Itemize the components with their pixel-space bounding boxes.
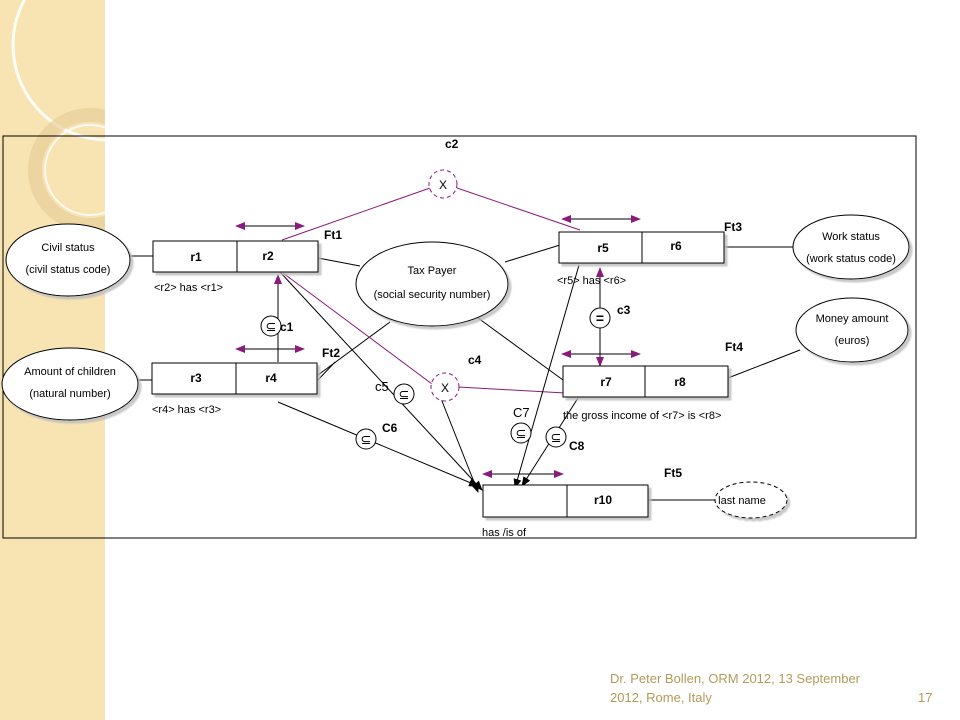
role-label: r10 [594, 493, 612, 507]
subset-arrows [274, 264, 604, 493]
subset-symbol: ⊆ [516, 426, 527, 441]
entity-work-status[interactable]: Work status (work status code) [792, 214, 910, 280]
exclusion-symbol: X [439, 178, 447, 192]
uniqueness-arrows [235, 215, 641, 478]
fact-reading: <r4> has <r3> [152, 404, 221, 416]
entity-civil-status[interactable]: Civil status (civil status code) [5, 223, 131, 297]
subset-constraint-c5[interactable]: ⊆ [393, 383, 415, 405]
entity-money-amount[interactable]: Money amount (euros) [795, 297, 909, 363]
exclusion-constraint-c4[interactable]: X [430, 372, 460, 402]
fact-reading: the gross income of <r7> is <r8> [563, 410, 721, 422]
fact-reading: <r2> has <r1> [154, 282, 223, 294]
fact-type-label: Ft3 [724, 220, 742, 234]
subset-symbol: ⊆ [399, 387, 410, 402]
constraint-label-c8: C8 [569, 439, 585, 453]
exclusion-c2-lines [281, 187, 581, 394]
entity-name: Civil status [41, 242, 95, 254]
entity-amount-of-children[interactable]: Amount of children (natural number) [1, 347, 139, 421]
role-label: r5 [597, 241, 609, 255]
subset-symbol: ⊆ [361, 432, 372, 447]
constraint-label-c2: c2 [445, 137, 459, 151]
constraint-label-c3: c3 [617, 303, 631, 317]
fact-type-ft3[interactable]: r5 r6 Ft3 <r5> has <r6> [557, 220, 742, 287]
footer-line-1: Dr. Peter Bollen, ORM 2012, 13 September [610, 671, 861, 686]
subset-symbol: ⊆ [551, 430, 562, 445]
subset-constraint-c6[interactable]: ⊆ [355, 428, 377, 450]
fact-type-ft2[interactable]: r3 r4 Ft2 <r4> has <r3> [151, 346, 340, 416]
entity-ref: (social security number) [374, 289, 491, 301]
fact-type-ft5[interactable]: r10 Ft5 has /is of [482, 466, 682, 539]
role-label: r2 [262, 249, 274, 263]
constraint-label-c5: c5 [375, 379, 389, 394]
fact-type-label: Ft5 [664, 466, 682, 480]
sidebar-decoration [11, 0, 105, 232]
subset-symbol: ⊆ [266, 319, 277, 334]
fact-reading: has /is of [482, 527, 527, 539]
entity-ref: (work status code) [806, 253, 896, 265]
fact-reading: <r5> has <r6> [557, 275, 626, 287]
subset-constraint-c7[interactable]: ⊆ [510, 422, 532, 444]
constraint-labels: c2 c1 c3 c4 C6 C8 [280, 137, 631, 453]
role-label: r6 [670, 239, 682, 253]
entity-name: Tax Payer [408, 265, 457, 277]
entity-last-name[interactable]: last name [714, 481, 788, 519]
role-label: r7 [600, 375, 612, 389]
entity-ref: (natural number) [29, 388, 110, 400]
fact-type-ft4[interactable]: r7 r8 Ft4 the gross income of <r7> is <r… [562, 340, 743, 422]
entity-name: Money amount [816, 313, 889, 325]
role-label: r3 [190, 371, 202, 385]
entity-name: Amount of children [24, 366, 116, 378]
equality-constraint-c3[interactable]: = [589, 307, 611, 329]
exclusion-constraint-c2[interactable]: X [428, 169, 458, 199]
footer-line-2: 2012, Rome, Italy [610, 690, 712, 705]
slide-footer: Dr. Peter Bollen, ORM 2012, 13 September… [610, 669, 910, 707]
subset-constraint-c8[interactable]: ⊆ [545, 426, 567, 448]
fact-type-label: Ft2 [322, 346, 340, 360]
exclusion-symbol: X [441, 381, 449, 395]
diagram-frame [2, 135, 917, 539]
equality-symbol: = [596, 310, 604, 326]
entity-name: Work status [822, 231, 880, 243]
role-label: r8 [674, 375, 686, 389]
entity-ref: (euros) [835, 335, 870, 347]
constraint-label-c4: c4 [468, 353, 482, 367]
fact-type-label: Ft1 [324, 228, 342, 242]
constraint-label-c6: C6 [382, 421, 398, 435]
entity-ref: (civil status code) [26, 264, 111, 276]
role-label: r4 [265, 371, 277, 385]
entity-tax-payer[interactable]: Tax Payer (social security number) [355, 241, 509, 327]
role-label: r1 [190, 250, 202, 264]
fact-type-ft1[interactable]: r1 r2 Ft1 <r2> has <r1> [152, 228, 342, 294]
slide-number: 17 [918, 690, 933, 705]
entity-name: last name [718, 495, 766, 507]
constraint-label-c7: C7 [513, 405, 530, 420]
subset-constraint-c1[interactable]: ⊆ [260, 315, 282, 337]
fact-type-label: Ft4 [725, 340, 743, 354]
constraint-label-c1: c1 [280, 320, 294, 334]
